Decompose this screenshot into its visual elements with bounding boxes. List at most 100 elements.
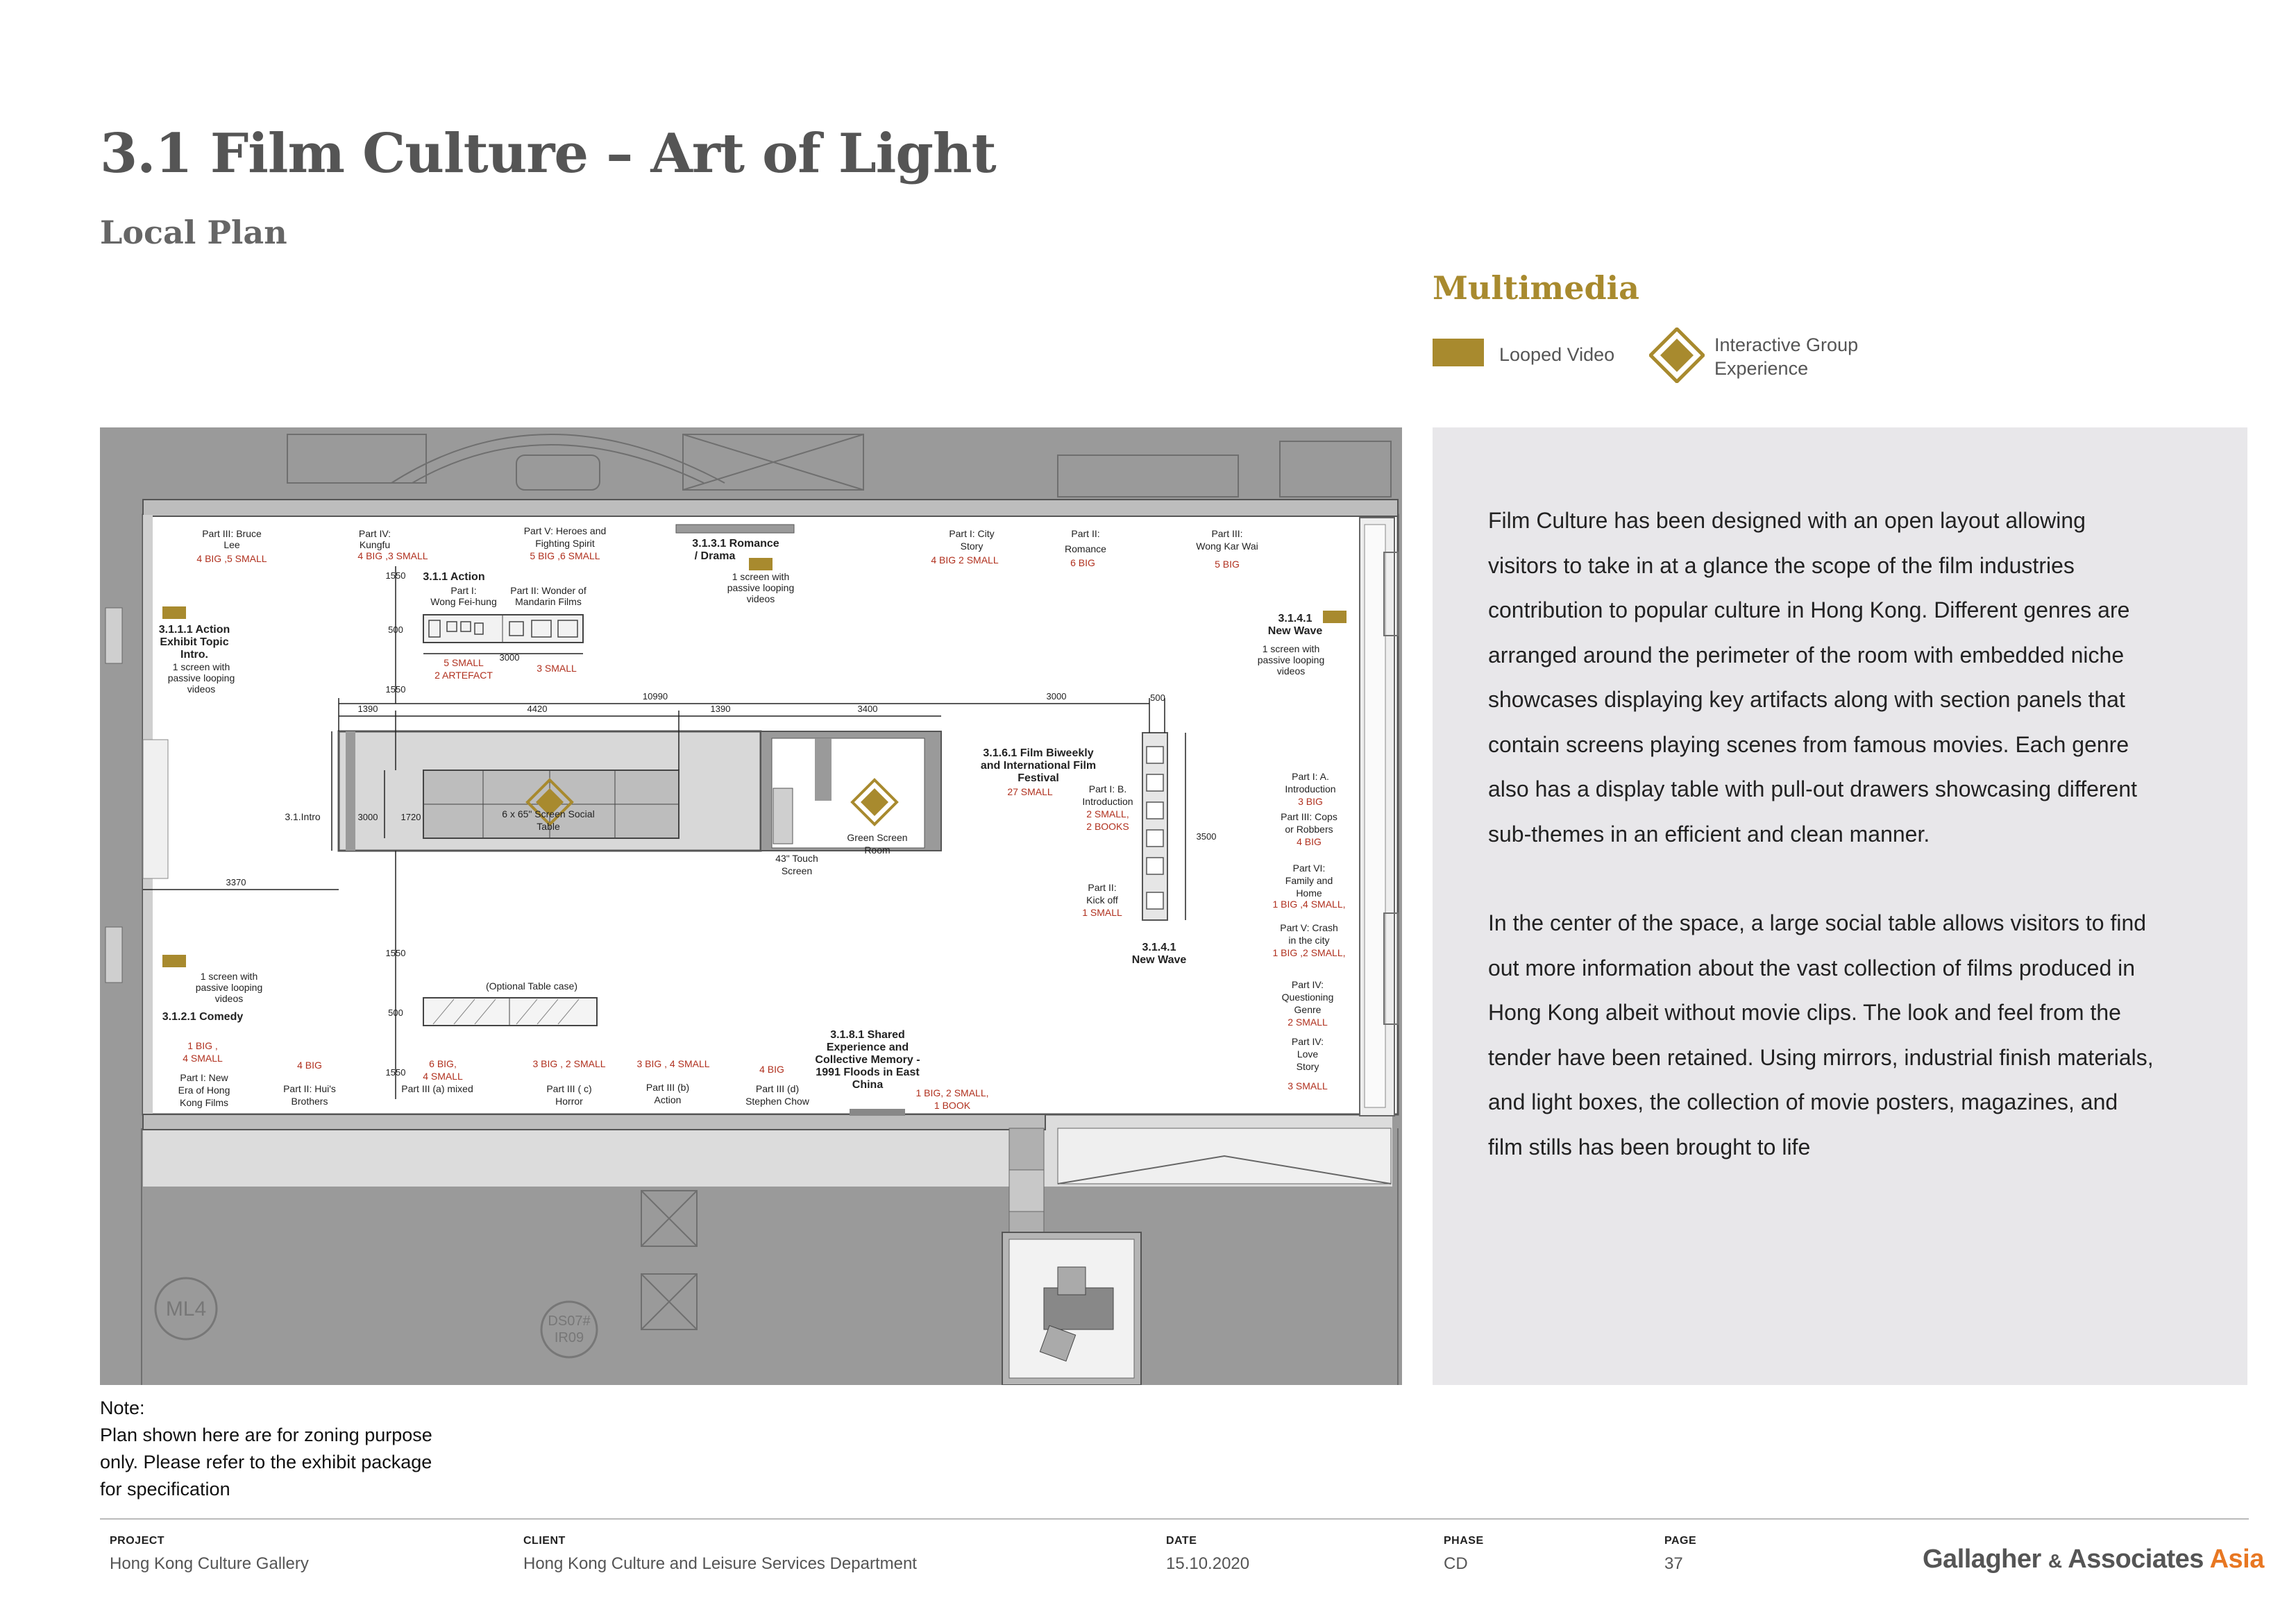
svg-text:Part III: Bruce: Part III: Bruce bbox=[202, 528, 262, 539]
svg-text:5 SMALL: 5 SMALL bbox=[444, 657, 484, 668]
svg-text:2 SMALL,: 2 SMALL, bbox=[1086, 808, 1129, 819]
svg-text:3 SMALL: 3 SMALL bbox=[537, 663, 577, 674]
svg-text:Wong Fei-hung: Wong Fei-hung bbox=[430, 596, 496, 607]
svg-text:3.1.1.1 Action: 3.1.1.1 Action bbox=[159, 624, 230, 636]
svg-text:IR09: IR09 bbox=[555, 1330, 584, 1345]
svg-text:6 x 65" Screen Social: 6 x 65" Screen Social bbox=[502, 808, 594, 819]
svg-text:2 SMALL: 2 SMALL bbox=[1288, 1017, 1328, 1028]
svg-text:4420: 4420 bbox=[527, 704, 548, 714]
svg-text:6 BIG: 6 BIG bbox=[1070, 557, 1095, 568]
svg-text:5 BIG: 5 BIG bbox=[1215, 559, 1240, 570]
svg-text:Part I:: Part I: bbox=[450, 585, 476, 596]
svg-text:4 BIG ,5 SMALL: 4 BIG ,5 SMALL bbox=[196, 553, 267, 564]
page-subtitle: Local Plan bbox=[100, 214, 287, 251]
looped-video-label: Looped Video bbox=[1499, 344, 1615, 365]
svg-text:1390: 1390 bbox=[358, 704, 378, 714]
svg-text:Era of Hong: Era of Hong bbox=[178, 1085, 230, 1096]
plan-note: Note: Plan shown here are for zoning pur… bbox=[100, 1397, 432, 1499]
svg-text:Room: Room bbox=[864, 844, 890, 856]
svg-text:3.1.4.1: 3.1.4.1 bbox=[1142, 942, 1176, 953]
svg-text:passive looping: passive looping bbox=[1258, 654, 1325, 665]
svg-text:3.1.2.1 Comedy: 3.1.2.1 Comedy bbox=[162, 1011, 244, 1023]
svg-text:4 SMALL: 4 SMALL bbox=[423, 1071, 463, 1082]
svg-text:Part IV:: Part IV: bbox=[1292, 979, 1324, 990]
page-title: 3.1 Film Culture – Art of Light bbox=[100, 122, 997, 185]
svg-text:1991 Floods in East: 1991 Floods in East bbox=[816, 1067, 920, 1078]
svg-text:Lee: Lee bbox=[223, 539, 240, 550]
interactive-diamond-social-table bbox=[525, 778, 574, 826]
svg-text:2 BOOKS: 2 BOOKS bbox=[1086, 821, 1129, 832]
svg-text:4 BIG 2 SMALL: 4 BIG 2 SMALL bbox=[931, 554, 998, 566]
footer-date: 15.10.2020 bbox=[1166, 1554, 1250, 1573]
svg-text:Part III ( c): Part III ( c) bbox=[546, 1083, 591, 1094]
svg-text:/ Drama: / Drama bbox=[695, 550, 736, 562]
svg-text:1 SMALL: 1 SMALL bbox=[1082, 907, 1122, 918]
svg-text:Festival: Festival bbox=[1018, 772, 1059, 784]
svg-text:Exhibit Topic: Exhibit Topic bbox=[160, 636, 228, 648]
svg-text:Horror: Horror bbox=[555, 1096, 583, 1107]
svg-text:4 BIG: 4 BIG bbox=[759, 1064, 784, 1075]
svg-text:4 BIG: 4 BIG bbox=[1297, 836, 1322, 847]
svg-text:Part III: Cops: Part III: Cops bbox=[1281, 811, 1337, 822]
svg-text:3 SMALL: 3 SMALL bbox=[1288, 1080, 1328, 1091]
svg-text:3 BIG , 2 SMALL: 3 BIG , 2 SMALL bbox=[532, 1058, 605, 1069]
svg-text:Part II:: Part II: bbox=[1088, 882, 1116, 893]
footer-phase-label: PHASE bbox=[1444, 1535, 1484, 1547]
svg-text:Intro.: Intro. bbox=[180, 649, 208, 661]
svg-text:Story: Story bbox=[961, 541, 984, 552]
room-tag-ml4: ML4 bbox=[166, 1298, 206, 1320]
svg-text:1 BIG ,4 SMALL,: 1 BIG ,4 SMALL, bbox=[1272, 899, 1345, 910]
svg-text:Mandarin Films: Mandarin Films bbox=[515, 596, 582, 607]
svg-text:New Wave: New Wave bbox=[1268, 625, 1323, 637]
svg-text:43" Touch: 43" Touch bbox=[775, 853, 818, 864]
svg-text:New Wave: New Wave bbox=[1132, 954, 1187, 966]
svg-text:Part V: Crash: Part V: Crash bbox=[1280, 922, 1338, 933]
looped-video-marker-comedy bbox=[162, 955, 186, 967]
svg-text:1 screen with: 1 screen with bbox=[1263, 643, 1319, 654]
svg-text:videos: videos bbox=[1277, 665, 1305, 677]
top-structure bbox=[287, 434, 1392, 498]
svg-text:Part II:: Part II: bbox=[1071, 528, 1099, 539]
description-paragraph-1: Film Culture has been designed with an o… bbox=[1488, 508, 2138, 847]
svg-text:Experience and: Experience and bbox=[827, 1042, 909, 1053]
svg-text:Part II: Hui's: Part II: Hui's bbox=[283, 1083, 336, 1094]
svg-text:Family and: Family and bbox=[1285, 875, 1333, 886]
svg-text:Collective Memory -: Collective Memory - bbox=[815, 1054, 920, 1066]
svg-text:Part I: City: Part I: City bbox=[949, 528, 994, 539]
svg-text:Introduction: Introduction bbox=[1285, 783, 1335, 794]
svg-text:3 BIG: 3 BIG bbox=[1298, 796, 1323, 807]
looped-video-swatch bbox=[1433, 339, 1484, 366]
svg-text:10990: 10990 bbox=[643, 691, 668, 702]
svg-text:Part V: Heroes and: Part V: Heroes and bbox=[524, 525, 607, 536]
footer-page: 37 bbox=[1664, 1554, 1683, 1573]
svg-text:3500: 3500 bbox=[1197, 831, 1217, 842]
looped-video-marker-new-wave bbox=[1323, 611, 1347, 623]
svg-text:Table: Table bbox=[537, 821, 560, 832]
svg-text:1550: 1550 bbox=[386, 1067, 406, 1078]
svg-text:1720: 1720 bbox=[401, 812, 421, 822]
svg-text:3.1.4.1: 3.1.4.1 bbox=[1278, 613, 1312, 624]
svg-text:3.1.6.1 Film Biweekly: 3.1.6.1 Film Biweekly bbox=[983, 747, 1093, 759]
looped-video-marker-romance bbox=[749, 558, 773, 570]
svg-text:DS07#: DS07# bbox=[548, 1314, 591, 1329]
svg-text:Part I: B.: Part I: B. bbox=[1089, 783, 1126, 794]
floor-plan: ML4 DS07# IR09 bbox=[100, 427, 1402, 1385]
svg-text:Part IV:: Part IV: bbox=[359, 528, 391, 539]
description-panel: Film Culture has been designed with an o… bbox=[1433, 427, 2247, 1385]
svg-text:China: China bbox=[852, 1079, 884, 1091]
svg-text:Brothers: Brothers bbox=[292, 1096, 328, 1107]
footer-project: Hong Kong Culture Gallery bbox=[110, 1554, 309, 1573]
svg-text:Part I: A.: Part I: A. bbox=[1292, 771, 1329, 782]
svg-text:500: 500 bbox=[388, 1008, 403, 1018]
svg-text:3000: 3000 bbox=[500, 652, 520, 663]
svg-text:passive looping: passive looping bbox=[727, 582, 795, 593]
svg-text:Love: Love bbox=[1297, 1048, 1319, 1060]
svg-text:1 BOOK: 1 BOOK bbox=[934, 1100, 971, 1111]
svg-text:3 BIG , 4 SMALL: 3 BIG , 4 SMALL bbox=[636, 1058, 709, 1069]
footer-date-label: DATE bbox=[1166, 1535, 1197, 1547]
svg-text:3.1.8.1 Shared: 3.1.8.1 Shared bbox=[830, 1029, 905, 1041]
svg-text:6 BIG,: 6 BIG, bbox=[429, 1058, 457, 1069]
svg-text:Fighting Spirit: Fighting Spirit bbox=[535, 538, 595, 549]
svg-text:Part I: New: Part I: New bbox=[180, 1072, 228, 1083]
interactive-diamond-icon bbox=[1649, 328, 1705, 383]
